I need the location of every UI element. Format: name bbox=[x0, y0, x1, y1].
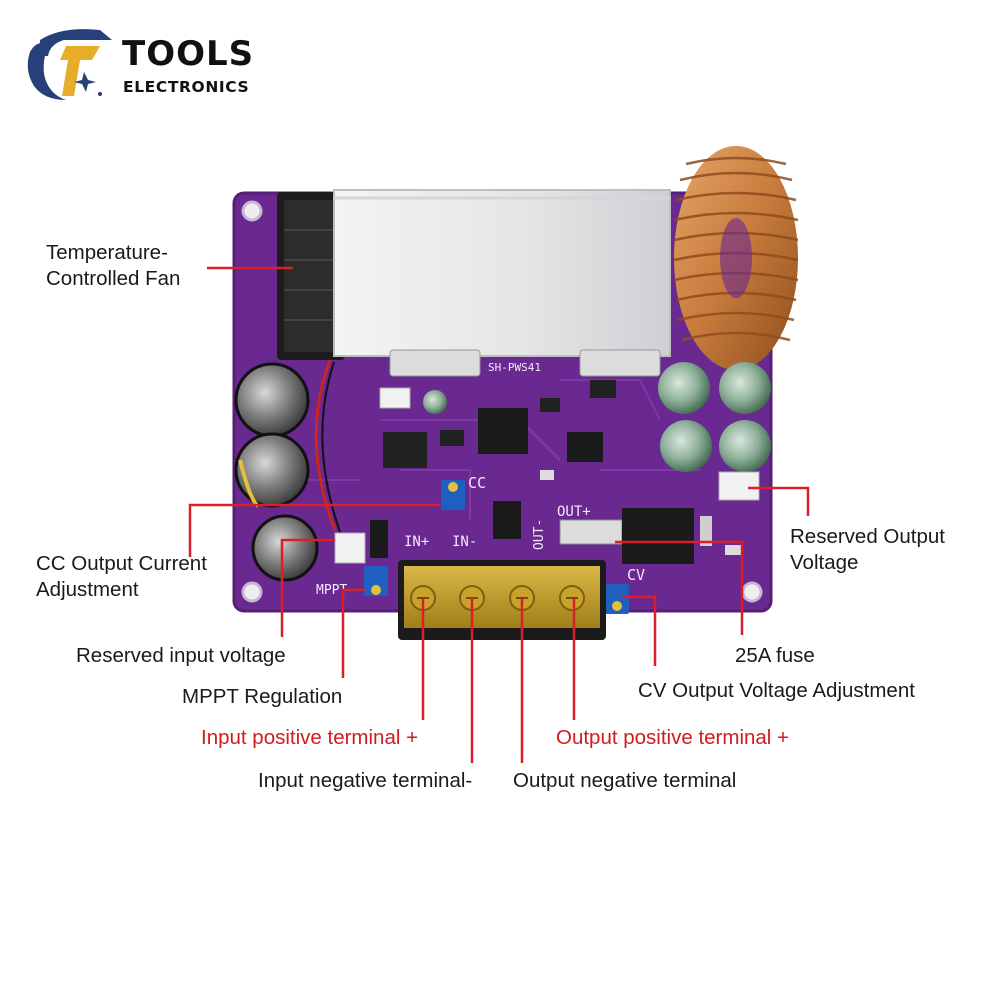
callout-mppt: MPPT Regulation bbox=[182, 685, 343, 708]
potentiometer bbox=[364, 480, 629, 614]
silk-cv: CV bbox=[627, 566, 645, 584]
callout-reserved-input: Reserved input voltage bbox=[76, 644, 286, 667]
callout-cc: CC Output Current Adjustment bbox=[36, 551, 207, 603]
leader-reserved-output bbox=[748, 486, 810, 516]
ic-chips bbox=[370, 380, 743, 564]
callout-cc-line2: Adjustment bbox=[36, 578, 139, 601]
capacitor-black bbox=[234, 362, 319, 582]
brand-name: TOOLS bbox=[122, 34, 255, 74]
toroid-inductor bbox=[673, 146, 799, 370]
silk-model: SH-PWS41 bbox=[488, 361, 541, 374]
fuse-body bbox=[559, 519, 623, 545]
silk-mppt: MPPT bbox=[316, 583, 347, 598]
callout-input-negative: Input negative terminal- bbox=[258, 769, 473, 792]
leader-cv bbox=[621, 595, 657, 666]
leader-lines bbox=[188, 266, 810, 763]
callout-output-negative: Output negative terminal bbox=[513, 769, 737, 792]
heatsink bbox=[333, 189, 671, 377]
callout-fan: Temperature- Controlled Fan bbox=[46, 240, 180, 292]
silk-cc: CC bbox=[468, 474, 486, 492]
fan bbox=[277, 192, 345, 360]
terminal-block bbox=[398, 560, 606, 640]
leader-cc bbox=[188, 503, 440, 557]
callout-fan-line2: Controlled Fan bbox=[46, 267, 181, 290]
callout-cv: CV Output Voltage Adjustment bbox=[638, 679, 915, 702]
callout-reserved-output-line2: Voltage bbox=[790, 551, 859, 574]
silk-in-minus: IN- bbox=[452, 534, 477, 550]
silk-in-plus: IN+ bbox=[404, 534, 429, 550]
callout-reserved-output-line1: Reserved Output bbox=[790, 525, 945, 548]
silk-out-minus: OUT- bbox=[532, 519, 547, 550]
leader-mppt bbox=[341, 588, 365, 678]
callout-cc-line1: CC Output Current bbox=[36, 552, 207, 575]
brand-logo-icon bbox=[27, 29, 112, 100]
leader-reserved-input bbox=[280, 538, 335, 637]
white-connectors bbox=[334, 387, 760, 564]
brand-subtitle: ELECTRONICS bbox=[123, 78, 250, 96]
callout-reserved-output: Reserved Output Voltage bbox=[790, 524, 945, 576]
callout-fan-line1: Temperature- bbox=[46, 241, 168, 264]
callout-output-positive: Output positive terminal + bbox=[556, 726, 790, 749]
silk-out-plus: OUT+ bbox=[557, 504, 591, 520]
callout-fuse: 25A fuse bbox=[735, 644, 815, 667]
leader-fuse bbox=[615, 540, 744, 635]
capacitor-small bbox=[423, 390, 447, 414]
callout-input-positive: Input positive terminal + bbox=[201, 726, 419, 749]
capacitor-green bbox=[658, 362, 771, 472]
